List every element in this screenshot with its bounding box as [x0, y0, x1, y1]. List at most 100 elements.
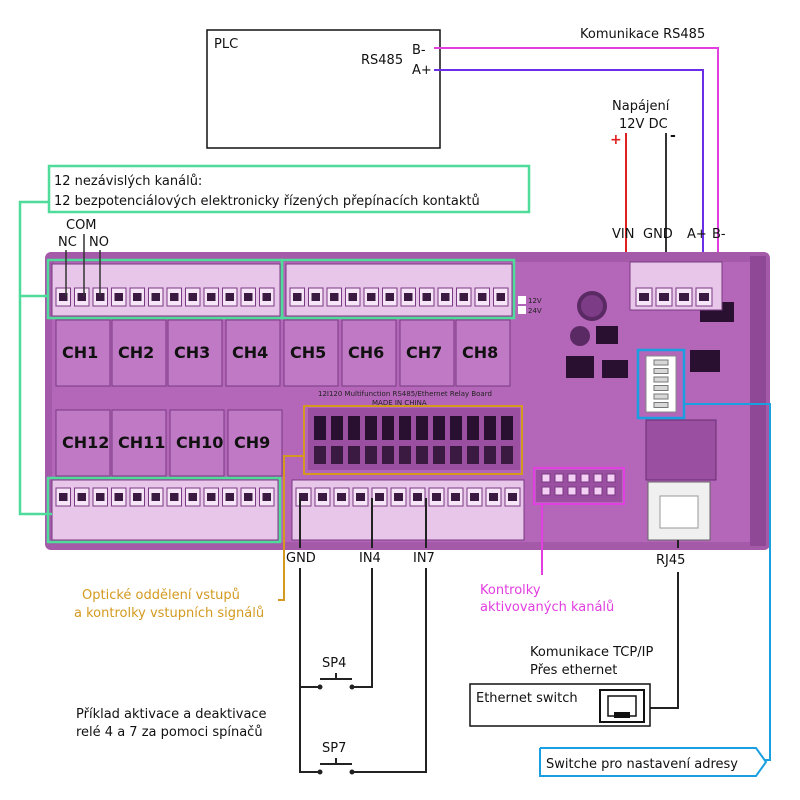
- relay-screw-terminal[interactable]: [148, 287, 164, 307]
- channel-label: CH2: [118, 343, 154, 362]
- relay-screw-terminal[interactable]: [382, 287, 398, 307]
- switch-sp7[interactable]: [317, 758, 355, 775]
- channel-label: CH11: [118, 433, 165, 452]
- input-led: [501, 446, 513, 464]
- input-screw-terminal[interactable]: [390, 487, 407, 507]
- wire-in4: [354, 568, 373, 688]
- channel-label: CH4: [232, 343, 268, 362]
- optocoupler: [314, 416, 326, 440]
- relay-screw-terminal[interactable]: [400, 287, 416, 307]
- relay-screw-terminal[interactable]: [203, 287, 219, 307]
- input-screw-terminal[interactable]: [314, 487, 331, 507]
- relay-screw-terminal[interactable]: [166, 287, 182, 307]
- input-screw-terminal[interactable]: [333, 487, 350, 507]
- relay-screw-terminal[interactable]: [185, 287, 201, 307]
- relay-screw-terminal[interactable]: [74, 287, 90, 307]
- relay-screw-terminal[interactable]: [437, 287, 453, 307]
- relay-ch8: CH8: [455, 319, 511, 387]
- board-made-in: MADE IN CHINA: [372, 399, 427, 407]
- relay-screw-terminal[interactable]: [55, 287, 71, 307]
- plc-port-label: RS485: [361, 53, 403, 68]
- relay-screw-terminal[interactable]: [111, 487, 127, 507]
- relay-screw-terminal[interactable]: [111, 287, 127, 307]
- channel-label: CH5: [290, 343, 326, 362]
- relay-screw-terminal[interactable]: [259, 487, 275, 507]
- contact-nc: NC: [58, 235, 77, 250]
- relay-ch6: CH6: [341, 319, 397, 387]
- power-screw-terminal[interactable]: [655, 287, 673, 307]
- indicator-box: [533, 467, 625, 505]
- dip-key[interactable]: [653, 376, 669, 383]
- channel-indicator-led: [541, 473, 551, 483]
- input-screw-terminal[interactable]: [485, 487, 502, 507]
- relay-ch3: CH3: [167, 319, 223, 387]
- relay-screw-terminal[interactable]: [55, 487, 71, 507]
- power-screw-terminal[interactable]: [635, 287, 653, 307]
- rj45-label: RJ45: [656, 553, 685, 568]
- input-in7: IN7: [413, 551, 435, 566]
- optocoupler: [416, 416, 428, 440]
- input-led: [484, 446, 496, 464]
- dip-key[interactable]: [653, 359, 669, 366]
- input-screw-terminal[interactable]: [409, 487, 426, 507]
- relay-screw-terminal[interactable]: [456, 287, 472, 307]
- switch-sp4[interactable]: [317, 673, 355, 690]
- relay-screw-terminal[interactable]: [474, 287, 490, 307]
- relay-screw-terminal[interactable]: [240, 487, 256, 507]
- relay-screw-terminal[interactable]: [222, 287, 238, 307]
- channel-indicator-led: [606, 486, 616, 496]
- example-line2: relé 4 a 7 za pomoci spínačů: [76, 725, 263, 740]
- voltage-24v: 24V: [528, 307, 542, 315]
- channel-label: CH12: [62, 433, 109, 452]
- input-led: [433, 446, 445, 464]
- optocoupler: [331, 416, 343, 440]
- relay-screw-terminal[interactable]: [363, 287, 379, 307]
- relay-screw-terminal[interactable]: [289, 287, 305, 307]
- relay-screw-terminal[interactable]: [326, 287, 342, 307]
- channels-info-line2: 12 bezpotenciálových elektronicky řízený…: [54, 194, 480, 209]
- dip-key[interactable]: [653, 368, 669, 374]
- relay-screw-terminal[interactable]: [345, 287, 361, 307]
- dip-key[interactable]: [653, 402, 669, 408]
- relay-screw-terminal[interactable]: [185, 487, 201, 507]
- channel-indicator-led: [554, 486, 564, 496]
- input-screw-terminal[interactable]: [447, 487, 464, 507]
- optic-label-2: a kontrolky vstupních signálů: [74, 606, 264, 621]
- relay-screw-terminal[interactable]: [308, 287, 324, 307]
- board-rail-right: [750, 256, 766, 546]
- input-screw-terminal[interactable]: [295, 487, 312, 507]
- plc-title: PLC: [214, 37, 238, 52]
- relay-screw-terminal[interactable]: [493, 287, 509, 307]
- relay-screw-terminal[interactable]: [259, 287, 275, 307]
- channel-indicator-led: [593, 486, 603, 496]
- channel-label: CH3: [174, 343, 210, 362]
- relay-screw-terminal[interactable]: [129, 287, 145, 307]
- input-screw-terminal[interactable]: [371, 487, 388, 507]
- input-screw-terminal[interactable]: [428, 487, 445, 507]
- relay-screw-terminal[interactable]: [148, 487, 164, 507]
- relay-screw-terminal[interactable]: [129, 487, 145, 507]
- relay-ch5: CH5: [283, 319, 339, 387]
- input-screw-terminal[interactable]: [504, 487, 521, 507]
- power-minus: -: [670, 128, 676, 144]
- example-line1: Příklad aktivace a deaktivace: [76, 707, 267, 722]
- power-plus: +: [610, 132, 622, 148]
- relay-screw-terminal[interactable]: [74, 487, 90, 507]
- power-screw-terminal[interactable]: [675, 287, 693, 307]
- relay-screw-terminal[interactable]: [222, 487, 238, 507]
- dip-key[interactable]: [653, 385, 669, 391]
- relay-screw-terminal[interactable]: [92, 487, 108, 507]
- input-screw-terminal[interactable]: [466, 487, 483, 507]
- power-screw-terminal[interactable]: [695, 287, 713, 307]
- wire-in7: [354, 568, 427, 773]
- bottom-terminals-input: [291, 479, 525, 541]
- relay-ch11: CH11: [111, 409, 167, 477]
- relay-ch10: CH10: [169, 409, 225, 477]
- relay-screw-terminal[interactable]: [419, 287, 435, 307]
- dip-key[interactable]: [653, 393, 669, 400]
- relay-screw-terminal[interactable]: [240, 287, 256, 307]
- relay-screw-terminal[interactable]: [203, 487, 219, 507]
- input-screw-terminal[interactable]: [352, 487, 369, 507]
- relay-screw-terminal[interactable]: [166, 487, 182, 507]
- optocoupler: [399, 416, 411, 440]
